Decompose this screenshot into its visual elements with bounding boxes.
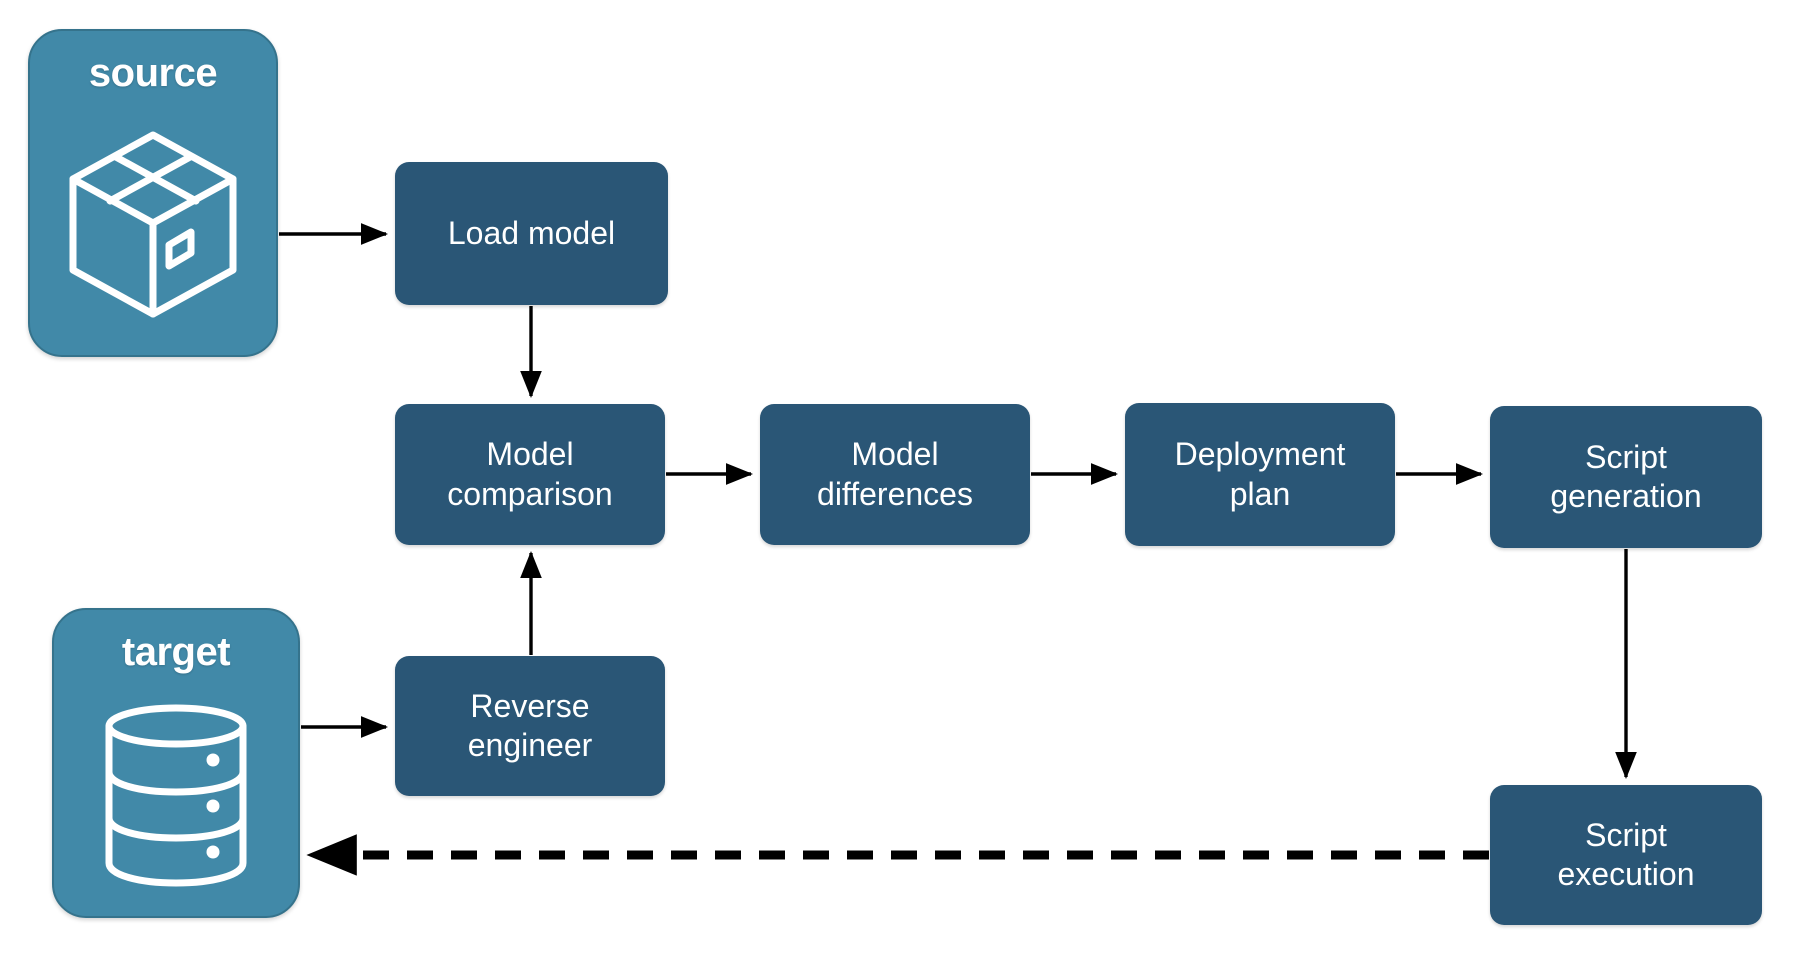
node-script-execution-line-1: Script (1585, 816, 1667, 853)
node-target-label: target (121, 630, 231, 674)
node-script-generation-line-1: Script (1585, 438, 1667, 475)
node-script-execution[interactable]: Script execution (1490, 785, 1762, 925)
node-model-comparison-line-1: Model (486, 436, 574, 473)
node-reverse-engineer[interactable]: Reverse engineer (395, 656, 665, 796)
node-deployment-plan-line-1: Deployment (1174, 436, 1346, 473)
node-script-generation-line-2: generation (1550, 478, 1702, 514)
node-deployment-plan-line-2: plan (1229, 475, 1291, 512)
node-load-model-line-1: Load model (447, 214, 616, 251)
package-box-icon (30, 93, 276, 355)
database-cylinder-icon (54, 672, 298, 916)
node-model-comparison-line-2: comparison (447, 475, 613, 512)
node-load-model[interactable]: Load model (395, 162, 668, 305)
node-script-generation[interactable]: Script generation (1490, 406, 1762, 548)
node-deployment-plan[interactable]: Deployment plan (1125, 403, 1395, 546)
node-model-differences[interactable]: Model differences (760, 404, 1030, 545)
node-source-label: source (88, 51, 218, 95)
node-model-comparison[interactable]: Model comparison (395, 404, 665, 545)
node-reverse-engineer-line-2: engineer (467, 727, 593, 763)
node-reverse-engineer-line-1: Reverse (470, 687, 590, 724)
node-source[interactable]: source (28, 29, 278, 357)
node-target[interactable]: target (52, 608, 300, 918)
node-model-differences-line-1: Model (851, 436, 939, 473)
node-model-differences-line-2: differences (817, 475, 973, 512)
node-script-execution-line-2: execution (1557, 856, 1695, 892)
